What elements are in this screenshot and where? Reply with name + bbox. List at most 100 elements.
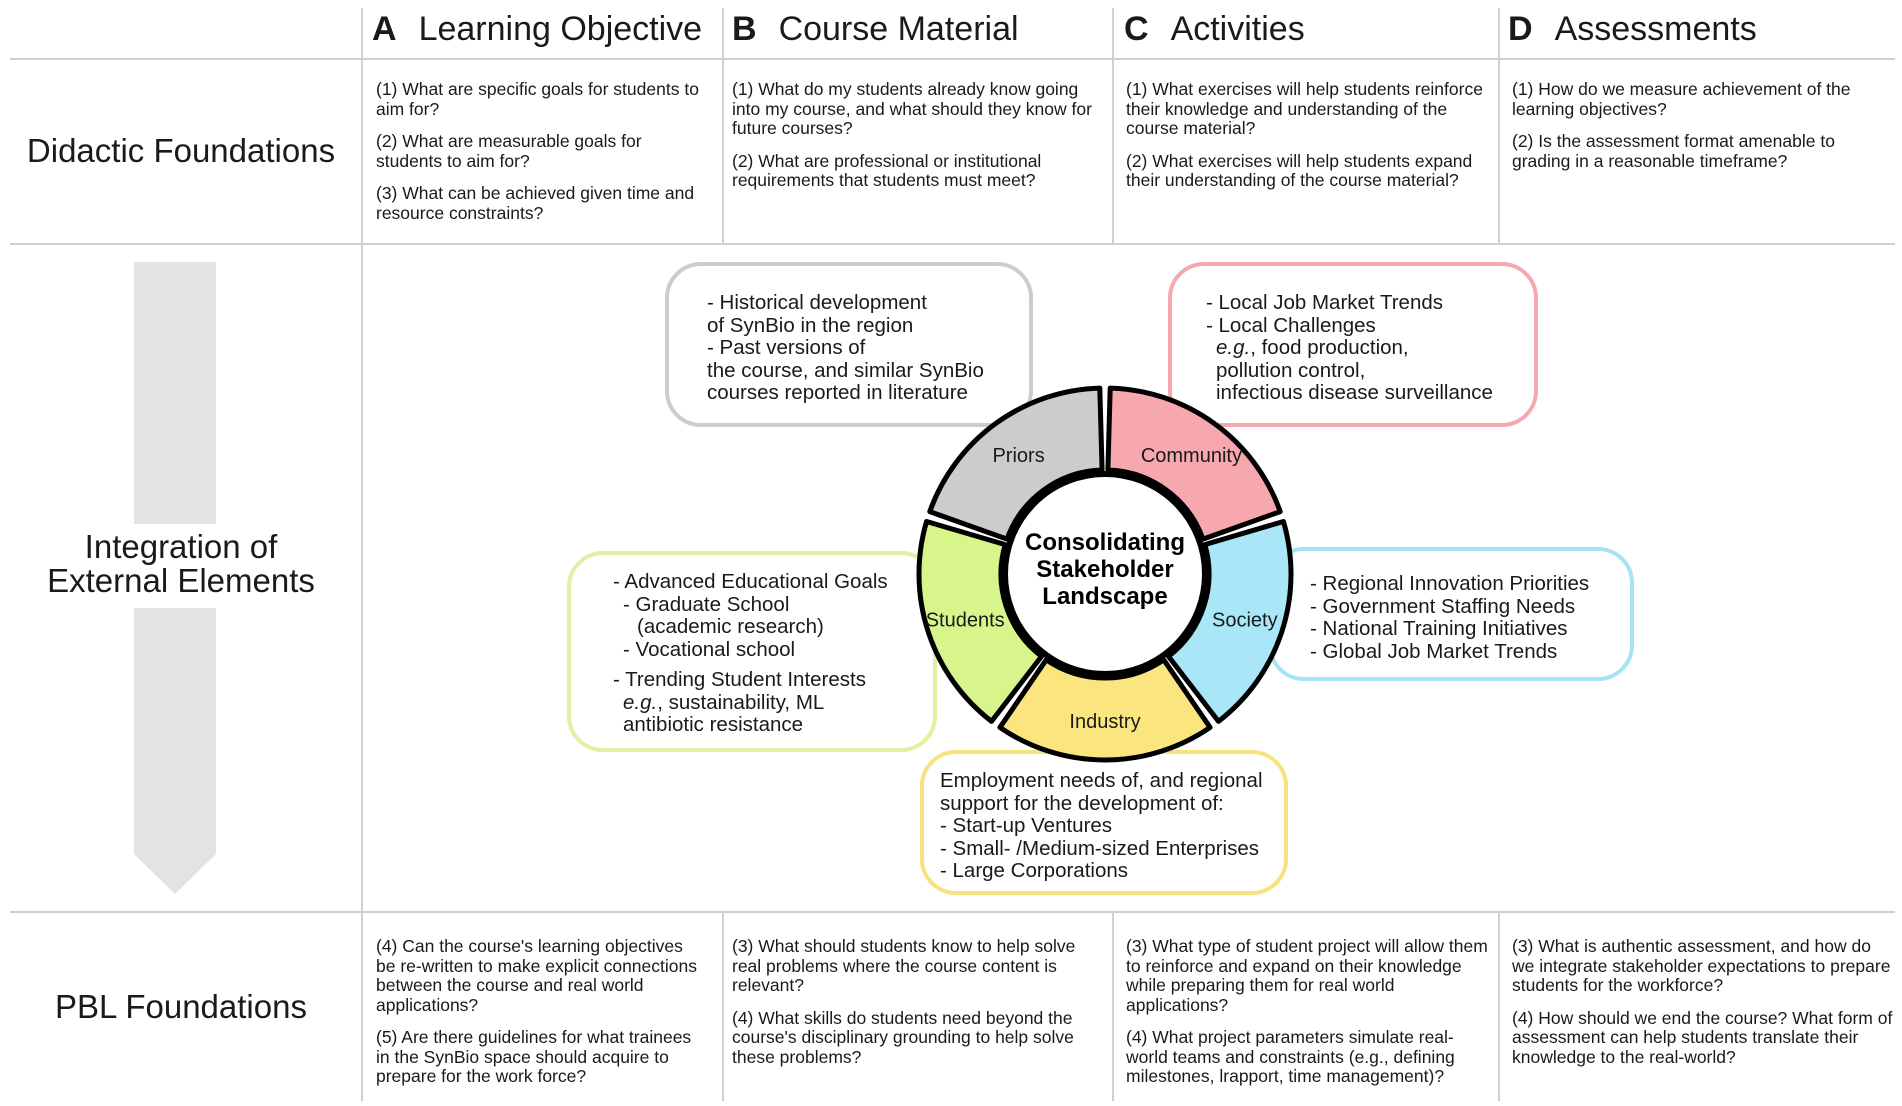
community-line-4: pollution control, xyxy=(1216,358,1366,382)
pbl-b-q4: (4) What skills do students need beyond … xyxy=(732,1007,1074,1067)
community-line-3-rest: , food production, xyxy=(1250,336,1409,359)
wheel-segment-community xyxy=(1105,385,1283,542)
col-divider-b-bottom xyxy=(722,911,724,1101)
col-divider-a-bottom xyxy=(361,911,363,1101)
community-line-5: infectious disease surveillance xyxy=(1216,381,1493,404)
column-title-c: Activities xyxy=(1170,9,1305,48)
industry-line-3: - Start-up Ventures xyxy=(940,814,1113,837)
pbl-c-q3: (3) What type of student project will al… xyxy=(1126,936,1488,1015)
students-box: - Advanced Educational Goals - Graduate … xyxy=(567,551,937,752)
priors-line-3: - Past versions of xyxy=(707,336,866,359)
students-line-5: - Trending Student Interests xyxy=(613,668,866,691)
row-label-integration: Integration of External Elements xyxy=(10,530,352,598)
column-header-c: C Activities xyxy=(1124,6,1305,52)
down-arrow-icon xyxy=(134,262,216,894)
students-line-6: e.g., sustainability, ML xyxy=(613,690,933,715)
pbl-b-q3: (3) What should students know to help so… xyxy=(732,936,1076,995)
students-line-7: antibiotic resistance xyxy=(623,713,804,736)
priors-line-1: - Historical development xyxy=(707,291,927,314)
didactic-a-q3: (3) What can be achieved given time and … xyxy=(376,183,695,223)
column-header-d: D Assessments xyxy=(1508,6,1757,52)
didactic-b-q2: (2) What are professional or institution… xyxy=(732,150,1042,190)
wheel-segment-priors xyxy=(927,385,1105,542)
column-header-a: A Learning Objective xyxy=(372,6,702,52)
row-label-didactic: Didactic Foundations xyxy=(26,132,336,169)
didactic-a-q2: (2) What are measurable goals for studen… xyxy=(376,131,642,171)
students-line-1: - Advanced Educational Goals xyxy=(613,570,888,593)
industry-box: Employment needs of, and regional suppor… xyxy=(920,750,1288,895)
wheel-center xyxy=(1002,471,1208,677)
wheel-label-priors: Priors xyxy=(992,445,1044,467)
pbl-cell-b: (3) What should students know to help so… xyxy=(732,936,1104,1067)
col-divider-a-mid xyxy=(361,243,363,911)
society-line-4: - Global Job Market Trends xyxy=(1310,639,1558,663)
didactic-c-q1: (1) What exercises will help students re… xyxy=(1126,79,1483,138)
row-label-pbl: PBL Foundations xyxy=(55,988,307,1025)
community-line-2: - Local Challenges xyxy=(1206,313,1376,337)
wheel-label-industry: Industry xyxy=(1069,711,1140,733)
society-line-2: - Government Staffing Needs xyxy=(1310,594,1576,618)
wheel-segment-students xyxy=(916,518,1045,724)
column-letter-d: D xyxy=(1508,9,1533,48)
industry-line-1: Employment needs of, and regional xyxy=(940,769,1263,792)
pbl-d-q4: (4) How should we end the course? What f… xyxy=(1512,1007,1893,1067)
society-box: - Regional Innovation Priorities - Gover… xyxy=(1268,547,1634,681)
wheel-center-line-2: Stakeholder xyxy=(1036,556,1173,583)
col-divider-c xyxy=(1112,8,1114,243)
col-divider-d xyxy=(1498,8,1500,243)
col-divider-d-bottom xyxy=(1498,911,1500,1101)
pbl-c-q4: (4) What project parameters simulate rea… xyxy=(1126,1027,1455,1086)
society-line-1: - Regional Innovation Priorities xyxy=(1310,572,1590,595)
students-line-2: - Graduate School xyxy=(623,592,790,616)
pbl-d-q3: (3) What is authentic assessment, and ho… xyxy=(1512,936,1891,995)
didactic-b-q1: (1) What do my students already know goi… xyxy=(732,79,1092,138)
community-eg: e.g. xyxy=(1216,336,1251,359)
wheel-segment-society xyxy=(1165,518,1294,724)
community-box: - Local Job Market Trends - Local Challe… xyxy=(1168,262,1538,427)
pbl-cell-c: (3) What type of student project will al… xyxy=(1126,936,1488,1087)
wheel-label-students: Students xyxy=(926,609,1005,631)
wheel-label-society: Society xyxy=(1212,609,1278,631)
didactic-a-q1: (1) What are specific goals for students… xyxy=(376,79,699,119)
column-title-d: Assessments xyxy=(1554,9,1757,48)
pbl-cell-d: (3) What is authentic assessment, and ho… xyxy=(1512,936,1897,1067)
col-divider-c-bottom xyxy=(1112,911,1114,1101)
column-title-b: Course Material xyxy=(778,9,1019,48)
wheel-center-line-3: Landscape xyxy=(1042,583,1167,610)
pbl-a-q4: (4) Can the course's learning objectives… xyxy=(376,936,697,1015)
wheel-segment-industry xyxy=(997,657,1213,763)
pbl-a-q5: (5) Are there guidelines for what traine… xyxy=(376,1027,692,1086)
didactic-cell-c: (1) What exercises will help students re… xyxy=(1126,79,1488,191)
didactic-cell-b: (1) What do my students already know goi… xyxy=(732,79,1104,191)
students-line-6-rest: , sustainability, ML xyxy=(657,690,825,714)
column-title-a: Learning Objective xyxy=(418,9,703,48)
didactic-d-q1: (1) How do we measure achievement of the… xyxy=(1512,79,1851,119)
header-divider xyxy=(10,58,1895,60)
wheel-center-line-1: Consolidating xyxy=(1025,529,1185,556)
priors-box: - Historical development of SynBio in th… xyxy=(665,262,1033,427)
didactic-c-q2: (2) What exercises will help students ex… xyxy=(1126,150,1473,190)
column-letter-a: A xyxy=(372,9,397,48)
wheel-label-community: Community xyxy=(1141,445,1242,467)
priors-line-2: of SynBio in the region xyxy=(707,313,914,337)
industry-line-4: - Small- /Medium-sized Enterprises xyxy=(940,836,1259,860)
didactic-d-q2: (2) Is the assessment format amenable to… xyxy=(1512,131,1835,171)
community-line-3: e.g., food production, xyxy=(1206,336,1534,360)
students-line-3: (academic research) xyxy=(637,615,824,638)
row-label-integration-line2: External Elements xyxy=(47,562,315,599)
industry-line-2: support for the development of: xyxy=(940,791,1224,815)
row-divider-1 xyxy=(10,243,1895,245)
pbl-cell-a: (4) Can the course's learning objectives… xyxy=(376,936,706,1087)
column-letter-b: B xyxy=(732,9,757,48)
students-line-4: - Vocational school xyxy=(623,637,796,661)
row-divider-2 xyxy=(10,911,1895,913)
industry-line-5: - Large Corporations xyxy=(940,859,1129,882)
community-line-1: - Local Job Market Trends xyxy=(1206,291,1443,314)
priors-line-4: the course, and similar SynBio xyxy=(707,358,984,382)
didactic-cell-d: (1) How do we measure achievement of the… xyxy=(1512,79,1892,171)
column-header-b: B Course Material xyxy=(732,6,1019,52)
didactic-cell-a: (1) What are specific goals for students… xyxy=(376,79,706,223)
priors-line-5: courses reported in literature xyxy=(707,381,968,404)
col-divider-b xyxy=(722,8,724,243)
